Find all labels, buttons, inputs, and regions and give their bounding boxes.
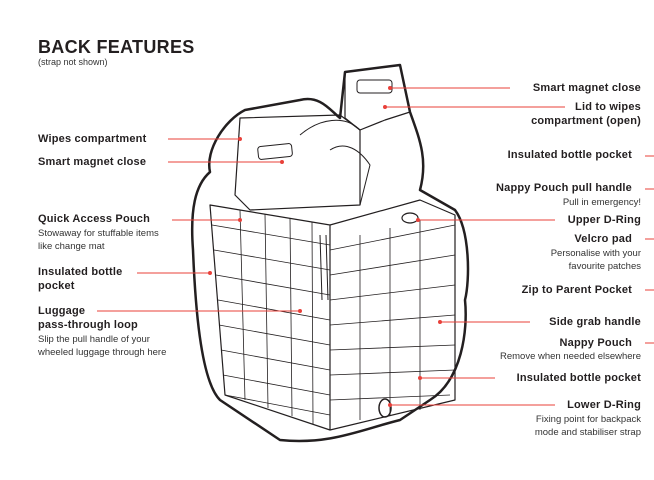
- top-magnet: [257, 143, 293, 160]
- side-strap: [319, 234, 329, 301]
- label-insulated-bottle-pocket-left-1: Insulated bottle: [38, 266, 123, 278]
- lower-d-ring: [378, 398, 392, 418]
- label-lid-wipes-1: Lid to wipes: [575, 101, 641, 113]
- side-panel: [329, 199, 456, 431]
- label-insulated-bottle-pocket-left-2: pocket: [38, 280, 75, 292]
- label-smart-magnet-close-left: Smart magnet close: [38, 156, 147, 168]
- desc-nappy-pouch: Remove when needed elsewhere: [499, 351, 641, 362]
- label-wipes-compartment: Wipes compartment: [38, 133, 147, 145]
- desc-lower-d-ring-1: Fixing point for backpack: [535, 414, 641, 425]
- label-side-grab-handle: Side grab handle: [549, 316, 641, 328]
- wipes-lid: [344, 64, 411, 131]
- desc-quick-access-pouch-2: like change mat: [38, 241, 105, 252]
- desc-luggage-loop-2: wheeled luggage through here: [38, 347, 167, 358]
- desc-lower-d-ring-2: mode and stabiliser strap: [534, 427, 641, 438]
- lid-magnet: [356, 79, 393, 94]
- desc-quick-access-pouch-1: Stowaway for stuffable items: [38, 228, 159, 239]
- desc-velcro-pad-1: Personalise with your: [550, 248, 641, 259]
- label-lower-d-ring: Lower D-Ring: [567, 399, 641, 411]
- label-quick-access-pouch: Quick Access Pouch: [38, 213, 151, 225]
- leader-lines: [97, 86, 654, 407]
- page-subtitle: (strap not shown): [38, 57, 108, 67]
- label-insulated-bottle-pocket-bottom: Insulated bottle pocket: [516, 372, 641, 384]
- label-velcro-pad: Velcro pad: [574, 233, 632, 245]
- label-lid-wipes-2: compartment (open): [531, 115, 641, 127]
- label-luggage-loop-1: Luggage: [38, 305, 86, 317]
- label-insulated-bottle-pocket-top: Insulated bottle pocket: [507, 149, 632, 161]
- label-smart-magnet-close-right: Smart magnet close: [532, 82, 641, 94]
- page-title: BACK FEATURES: [38, 37, 195, 57]
- label-zip-parent-pocket: Zip to Parent Pocket: [521, 284, 632, 296]
- upper-d-ring: [401, 212, 419, 224]
- label-nappy-pouch: Nappy Pouch: [559, 337, 632, 349]
- label-nappy-pouch-pull-handle: Nappy Pouch pull handle: [496, 182, 632, 194]
- desc-luggage-loop-1: Slip the pull handle of your: [38, 334, 150, 345]
- label-upper-d-ring: Upper D-Ring: [567, 214, 641, 226]
- desc-nappy-pouch-pull-handle: Pull in emergency!: [562, 197, 641, 208]
- label-luggage-loop-2: pass-through loop: [38, 319, 138, 331]
- desc-velcro-pad-2: favourite patches: [568, 261, 641, 272]
